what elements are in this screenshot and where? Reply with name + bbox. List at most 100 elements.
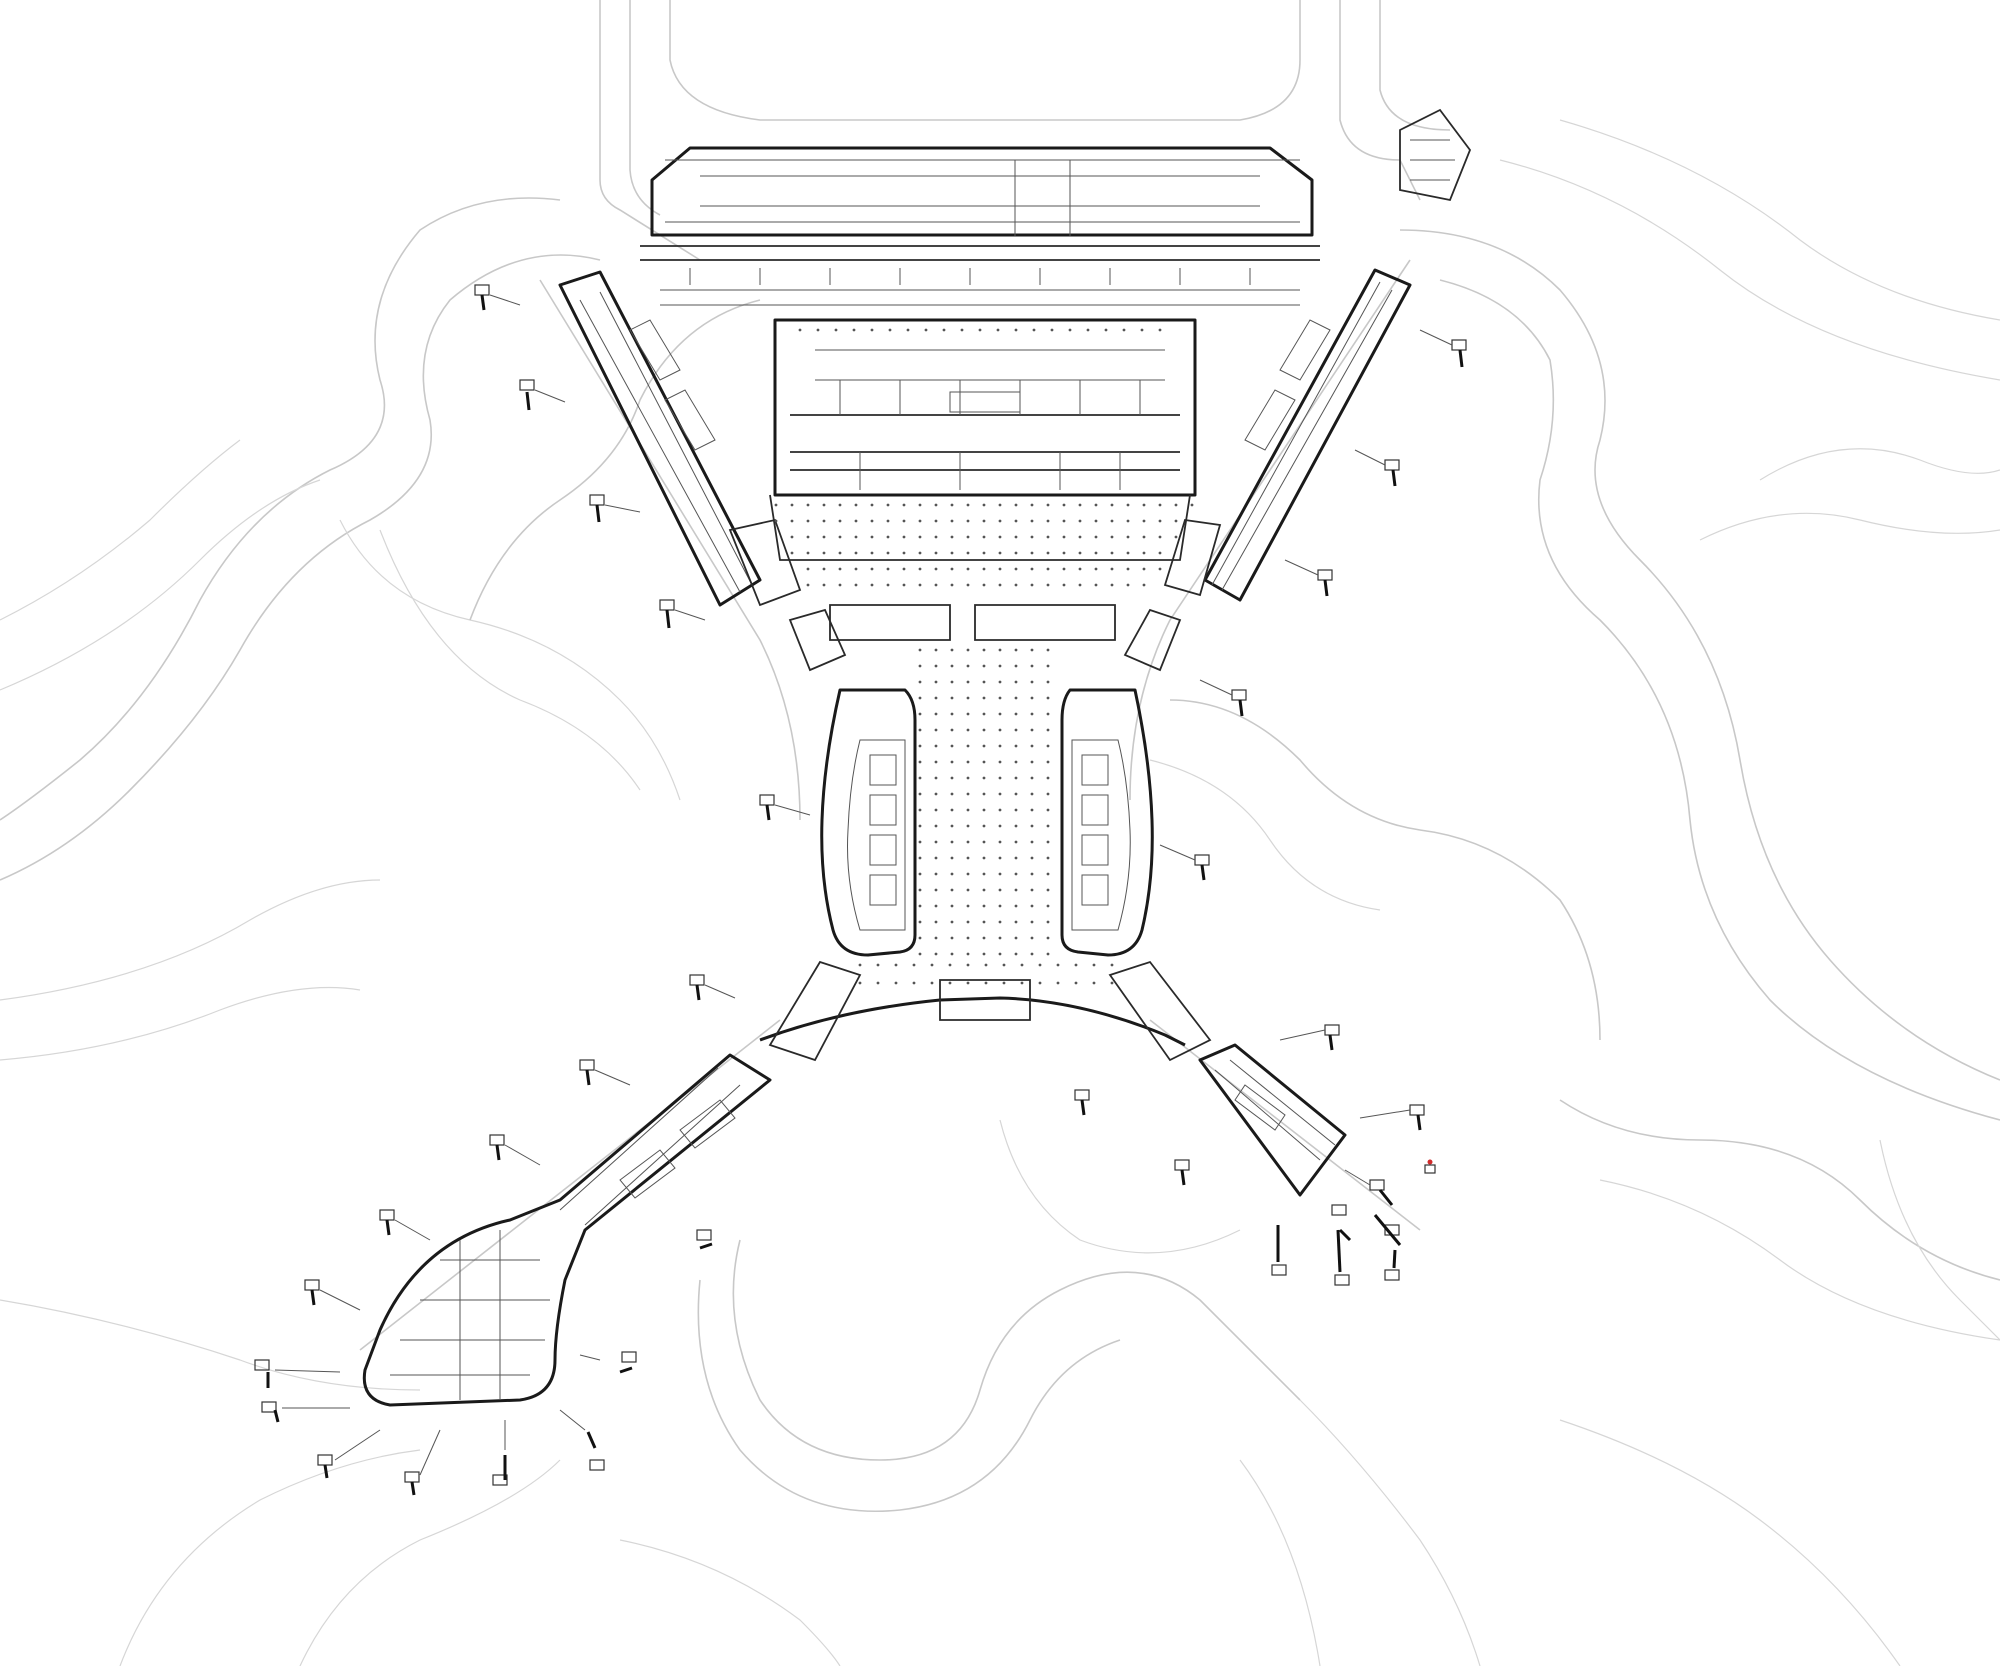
column-marker [838,535,842,539]
column-marker [998,920,1002,924]
column-marker [790,551,794,555]
column-marker [918,792,922,796]
column-marker [966,728,970,732]
column-marker [1062,583,1066,587]
column-marker [934,744,938,748]
column-marker [894,981,898,985]
column-marker [1046,503,1050,507]
column-marker [918,503,922,507]
column-marker [982,519,986,523]
column-marker [950,952,954,956]
column-marker [822,535,826,539]
column-marker [854,583,858,587]
column-marker [998,535,1002,539]
column-marker [950,792,954,796]
stand-marker [1284,559,1333,597]
pier-room-details [619,319,1331,1199]
column-marker [982,808,986,812]
column-marker [950,583,954,587]
column-marker [934,856,938,860]
column-marker [854,519,858,523]
column-marker [1092,981,1096,985]
stand-marker [1373,1214,1402,1246]
column-marker [806,583,810,587]
column-marker [1030,808,1034,812]
column-marker [806,551,810,555]
column-marker [1174,535,1178,539]
column-marker [1014,728,1018,732]
column-marker [858,963,862,967]
column-marker [950,872,954,876]
column-marker [876,963,880,967]
column-marker [950,776,954,780]
stand-marker [492,1420,508,1486]
column-marker [806,535,810,539]
column-marker [1056,981,1060,985]
column-marker [1014,952,1018,956]
column-marker [1046,728,1050,732]
column-marker [1014,920,1018,924]
column-marker [934,680,938,684]
column-marker [1046,776,1050,780]
column-marker [934,776,938,780]
stand-marker [1074,1089,1090,1116]
column-marker [1158,503,1162,507]
column-marker [1046,856,1050,860]
stand-marker [379,1209,431,1241]
column-marker [918,856,922,860]
column-marker [1030,551,1034,555]
column-marker [966,567,970,571]
column-marker [870,503,874,507]
stand-marker [1424,1159,1436,1174]
column-marker [998,744,1002,748]
column-marker [1002,981,1006,985]
stand-marker [261,1401,350,1423]
column-marker [1142,551,1146,555]
column-marker [798,328,802,332]
column-marker [918,648,922,652]
column-marker [1030,535,1034,539]
column-marker [982,760,986,764]
stand-marker [254,1359,341,1388]
column-marker [1014,551,1018,555]
column-marker [1046,760,1050,764]
column-marker [950,664,954,668]
column-marker [966,519,970,523]
column-marker [930,981,934,985]
column-marker [1046,920,1050,924]
column-marker [1046,872,1050,876]
column-marker [950,519,954,523]
column-marker [1038,981,1042,985]
column-marker [1046,680,1050,684]
column-marker [1046,952,1050,956]
column-marker [966,888,970,892]
column-marker [918,808,922,812]
column-marker [918,824,922,828]
stand-marker [1331,1204,1352,1242]
column-marker [1158,535,1162,539]
column-marker [950,503,954,507]
column-marker [934,824,938,828]
column-marker [998,760,1002,764]
stand-marker [689,974,736,1001]
column-marker [822,503,826,507]
column-marker [998,904,1002,908]
column-marker [918,535,922,539]
column-marker [790,519,794,523]
column-marker [982,696,986,700]
column-marker [982,776,986,780]
column-marker [1110,503,1114,507]
column-marker [1094,503,1098,507]
stand-marker [1271,1225,1287,1276]
column-marker [982,856,986,860]
column-marker [998,664,1002,668]
column-marker [1062,503,1066,507]
column-marker [950,551,954,555]
column-marker [902,535,906,539]
column-marker [1030,519,1034,523]
column-marker [918,888,922,892]
column-marker [1030,760,1034,764]
column-marker [1030,503,1034,507]
column-marker [1122,328,1126,332]
column-marker [1030,872,1034,876]
